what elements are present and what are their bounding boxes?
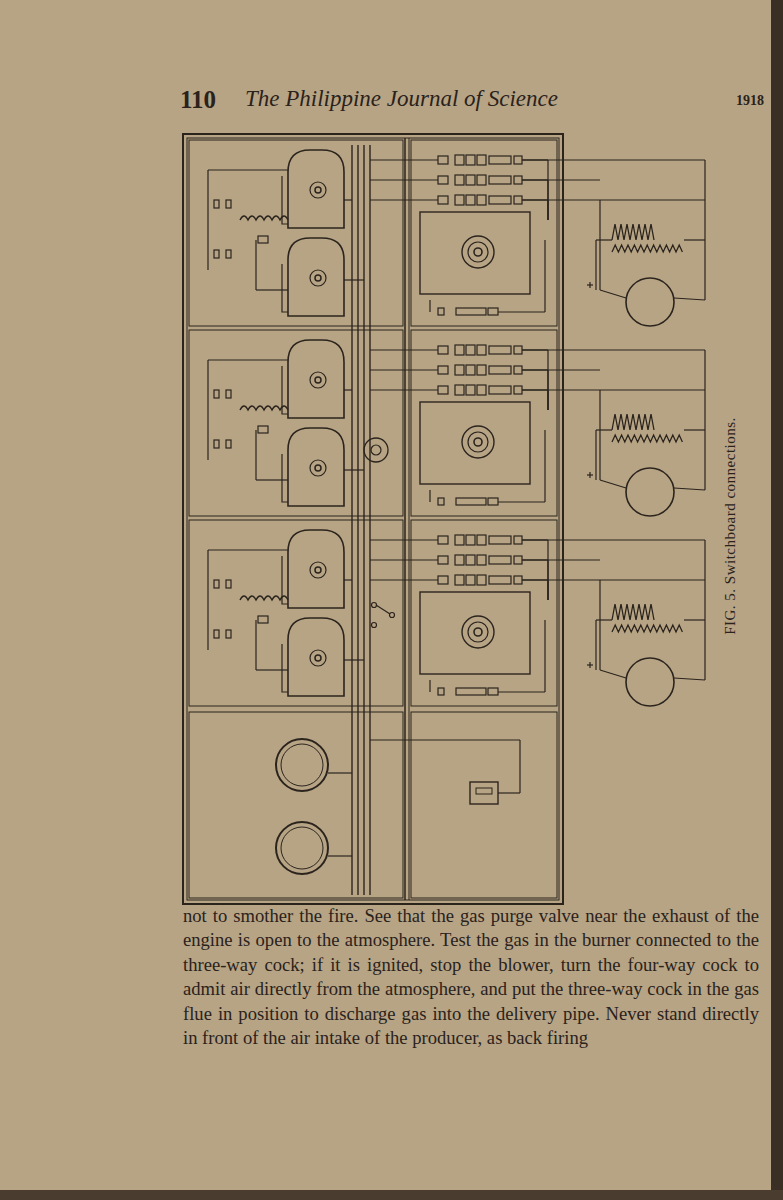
year: 1918 bbox=[736, 93, 764, 109]
figure-caption: FIG. 5. Switchboard connections. bbox=[719, 396, 741, 656]
body-text: not to smother the fire. See that the ga… bbox=[183, 904, 759, 1050]
running-head: The Philippine Journal of Science bbox=[245, 86, 545, 112]
page-number: 110 bbox=[180, 86, 216, 114]
